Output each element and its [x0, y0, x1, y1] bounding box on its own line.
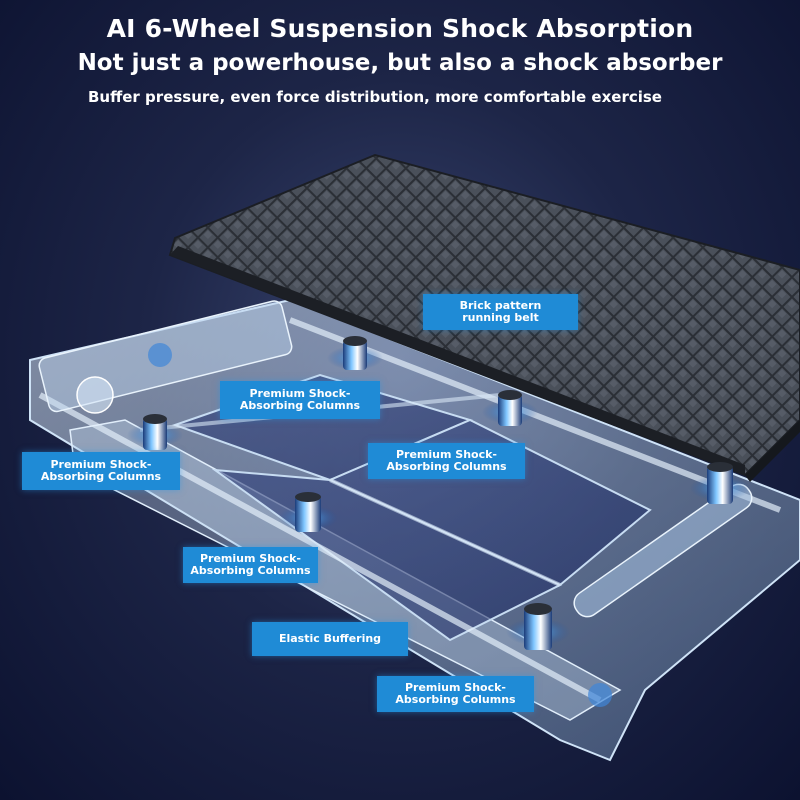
- callout-shock-column: Premium Shock-Absorbing Columns: [368, 443, 525, 479]
- headline-tagline: Buffer pressure, even force distribution…: [88, 88, 662, 106]
- shock-column: [327, 336, 383, 370]
- callout-shock-column: Premium Shock-Absorbing Columns: [220, 381, 380, 419]
- callout-shock-column: Premium Shock-Absorbing Columns: [22, 452, 180, 490]
- callout-elastic-buffering: Elastic Buffering: [252, 622, 408, 656]
- headline-title: AI 6-Wheel Suspension Shock Absorption: [106, 14, 694, 43]
- callout-shock-column: Premium Shock-Absorbing Columns: [183, 547, 318, 583]
- shock-column: [482, 390, 538, 426]
- shock-column: [127, 414, 183, 450]
- shock-column: [690, 462, 750, 504]
- callout-shock-column: Premium Shock-Absorbing Columns: [377, 676, 534, 712]
- shock-column: [506, 603, 570, 650]
- headline-subtitle: Not just a powerhouse, but also a shock …: [77, 50, 723, 76]
- shock-column: [278, 492, 338, 532]
- callout-running-belt: Brick pattern running belt: [423, 294, 578, 330]
